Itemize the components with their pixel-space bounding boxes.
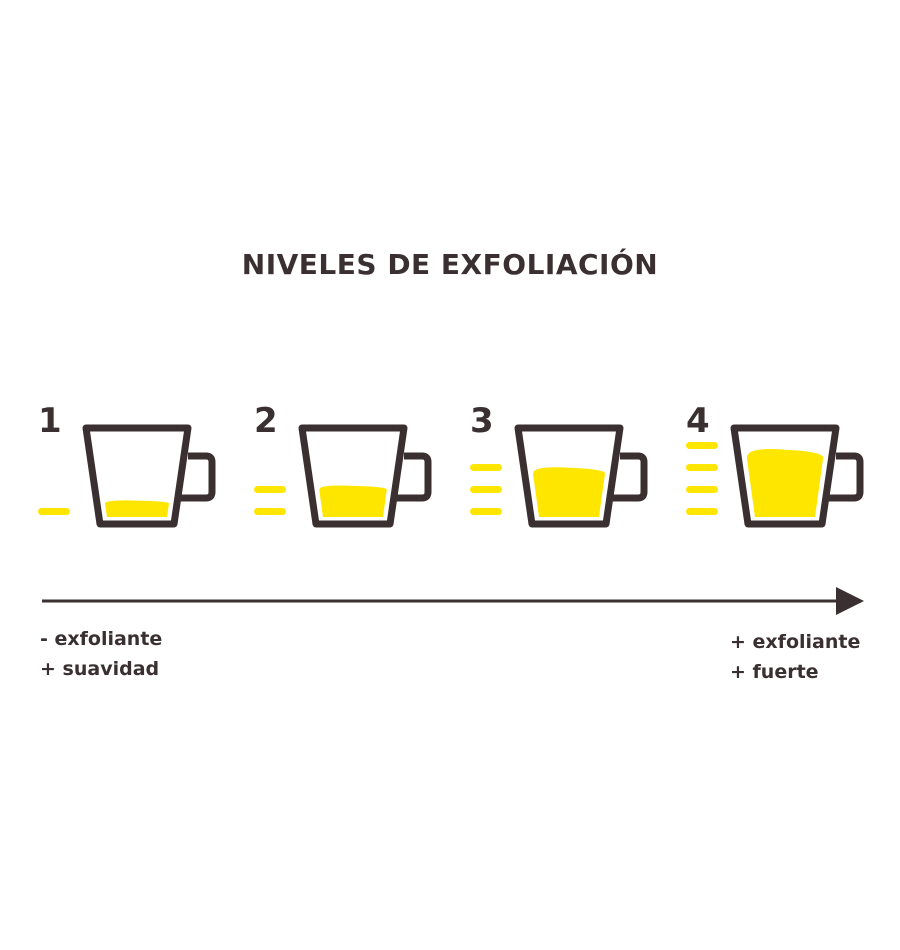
exfoliation-level-3: 3 <box>470 400 670 540</box>
cup-fill <box>533 467 605 517</box>
cup-icon <box>82 424 216 528</box>
level-indicator-bars <box>254 400 294 540</box>
exfoliation-level-2: 2 <box>254 400 454 540</box>
level-bar <box>470 464 502 471</box>
level-indicator-bars <box>38 400 78 540</box>
level-bar <box>686 442 718 449</box>
level-number: 2 <box>254 401 278 441</box>
cup-icon <box>298 424 432 528</box>
scale-caption-left: - exfoliante + suavidad <box>40 624 162 684</box>
cup-fill <box>319 485 387 517</box>
intensity-arrow <box>42 587 864 615</box>
level-number: 4 <box>686 401 710 441</box>
cup-fill <box>105 500 169 517</box>
level-bar <box>470 486 502 493</box>
level-bar <box>686 464 718 471</box>
cup-icon <box>514 424 648 528</box>
caption-line: + fuerte <box>730 661 819 683</box>
level-indicator-bars <box>470 400 510 540</box>
scale-caption-right: + exfoliante + fuerte <box>730 627 860 687</box>
level-bar <box>470 508 502 515</box>
cup-icon <box>730 424 864 528</box>
level-number: 3 <box>470 401 494 441</box>
level-number: 1 <box>38 401 62 441</box>
exfoliation-level-4: 4 <box>686 400 886 540</box>
level-bar <box>254 486 286 493</box>
level-indicator-bars <box>686 400 726 540</box>
caption-line: + suavidad <box>40 658 160 680</box>
level-bar <box>254 508 286 515</box>
cup-fill <box>746 449 824 517</box>
arrow-head-icon <box>836 587 864 615</box>
caption-line: + exfoliante <box>730 631 861 653</box>
level-bar <box>686 508 718 515</box>
caption-line: - exfoliante <box>40 628 163 650</box>
level-bar <box>38 508 70 515</box>
exfoliation-level-1: 1 <box>38 400 238 540</box>
page-title: NIVELES DE EXFOLIACIÓN <box>241 248 659 281</box>
level-bar <box>686 486 718 493</box>
